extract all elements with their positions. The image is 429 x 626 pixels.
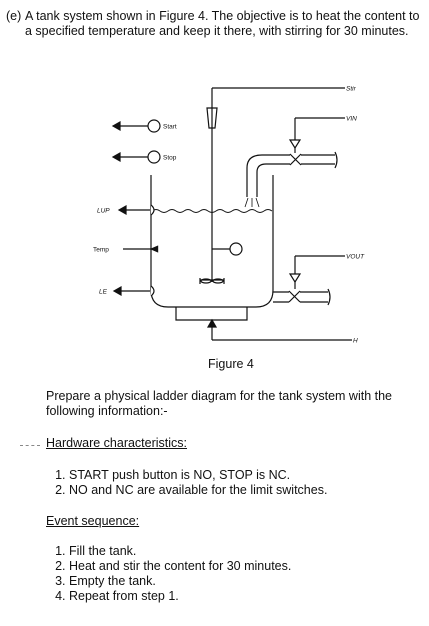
vout-label: VOUT	[346, 254, 365, 261]
le-sensor	[150, 285, 155, 297]
temp-label: Temp	[93, 247, 109, 254]
hardware-heading: Hardware characteristics:	[46, 436, 188, 450]
start-label: Start	[163, 124, 177, 131]
event-heading: Event sequence:	[46, 514, 140, 528]
stop-button-symbol	[147, 150, 161, 164]
lup-sensor	[150, 204, 155, 216]
question-prompt: Prepare a physical ladder diagram for th…	[46, 389, 393, 418]
figure-caption: Figure 4	[208, 357, 254, 371]
event-item: Empty the tank.	[69, 574, 429, 589]
stirrer-paddle	[199, 278, 225, 284]
hardware-item: START push button is NO, STOP is NC.	[69, 468, 429, 483]
lup-label: LUP	[97, 208, 110, 215]
hardware-item: NO and NC are available for the limit sw…	[69, 483, 429, 498]
inlet-valve	[289, 153, 302, 166]
tank-outline	[150, 175, 274, 308]
start-button-symbol	[147, 119, 161, 133]
outlet-pipe	[273, 291, 289, 303]
stir-label: Stir	[346, 86, 357, 93]
event-item: Fill the tank.	[69, 544, 429, 559]
inlet-pipe-right	[301, 154, 335, 165]
hardware-list: START push button is NO, STOP is NC. NO …	[49, 468, 429, 498]
h-label: H	[353, 338, 358, 345]
tank-system-figure: Start Stop LUP Temp LE Stir VIN VOUT H	[93, 86, 365, 345]
stir-motor	[206, 107, 218, 129]
outlet-valve	[288, 290, 301, 303]
temp-sensor	[229, 242, 243, 256]
stop-label: Stop	[163, 155, 177, 162]
event-item: Heat and stir the content for 30 minutes…	[69, 559, 429, 574]
heater	[175, 307, 248, 321]
outlet-pipe-right	[300, 291, 328, 303]
vin-label: VIN	[346, 116, 357, 123]
event-list: Fill the tank. Heat and stir the content…	[49, 544, 429, 604]
inlet-spray	[244, 197, 260, 208]
event-item: Repeat from step 1.	[69, 589, 429, 604]
le-label: LE	[99, 289, 108, 296]
inlet-pipe	[246, 154, 290, 197]
question-part-label: (e)	[6, 9, 22, 23]
question-intro: A tank system shown in Figure 4. The obj…	[25, 9, 420, 38]
divider-dash	[20, 445, 40, 446]
